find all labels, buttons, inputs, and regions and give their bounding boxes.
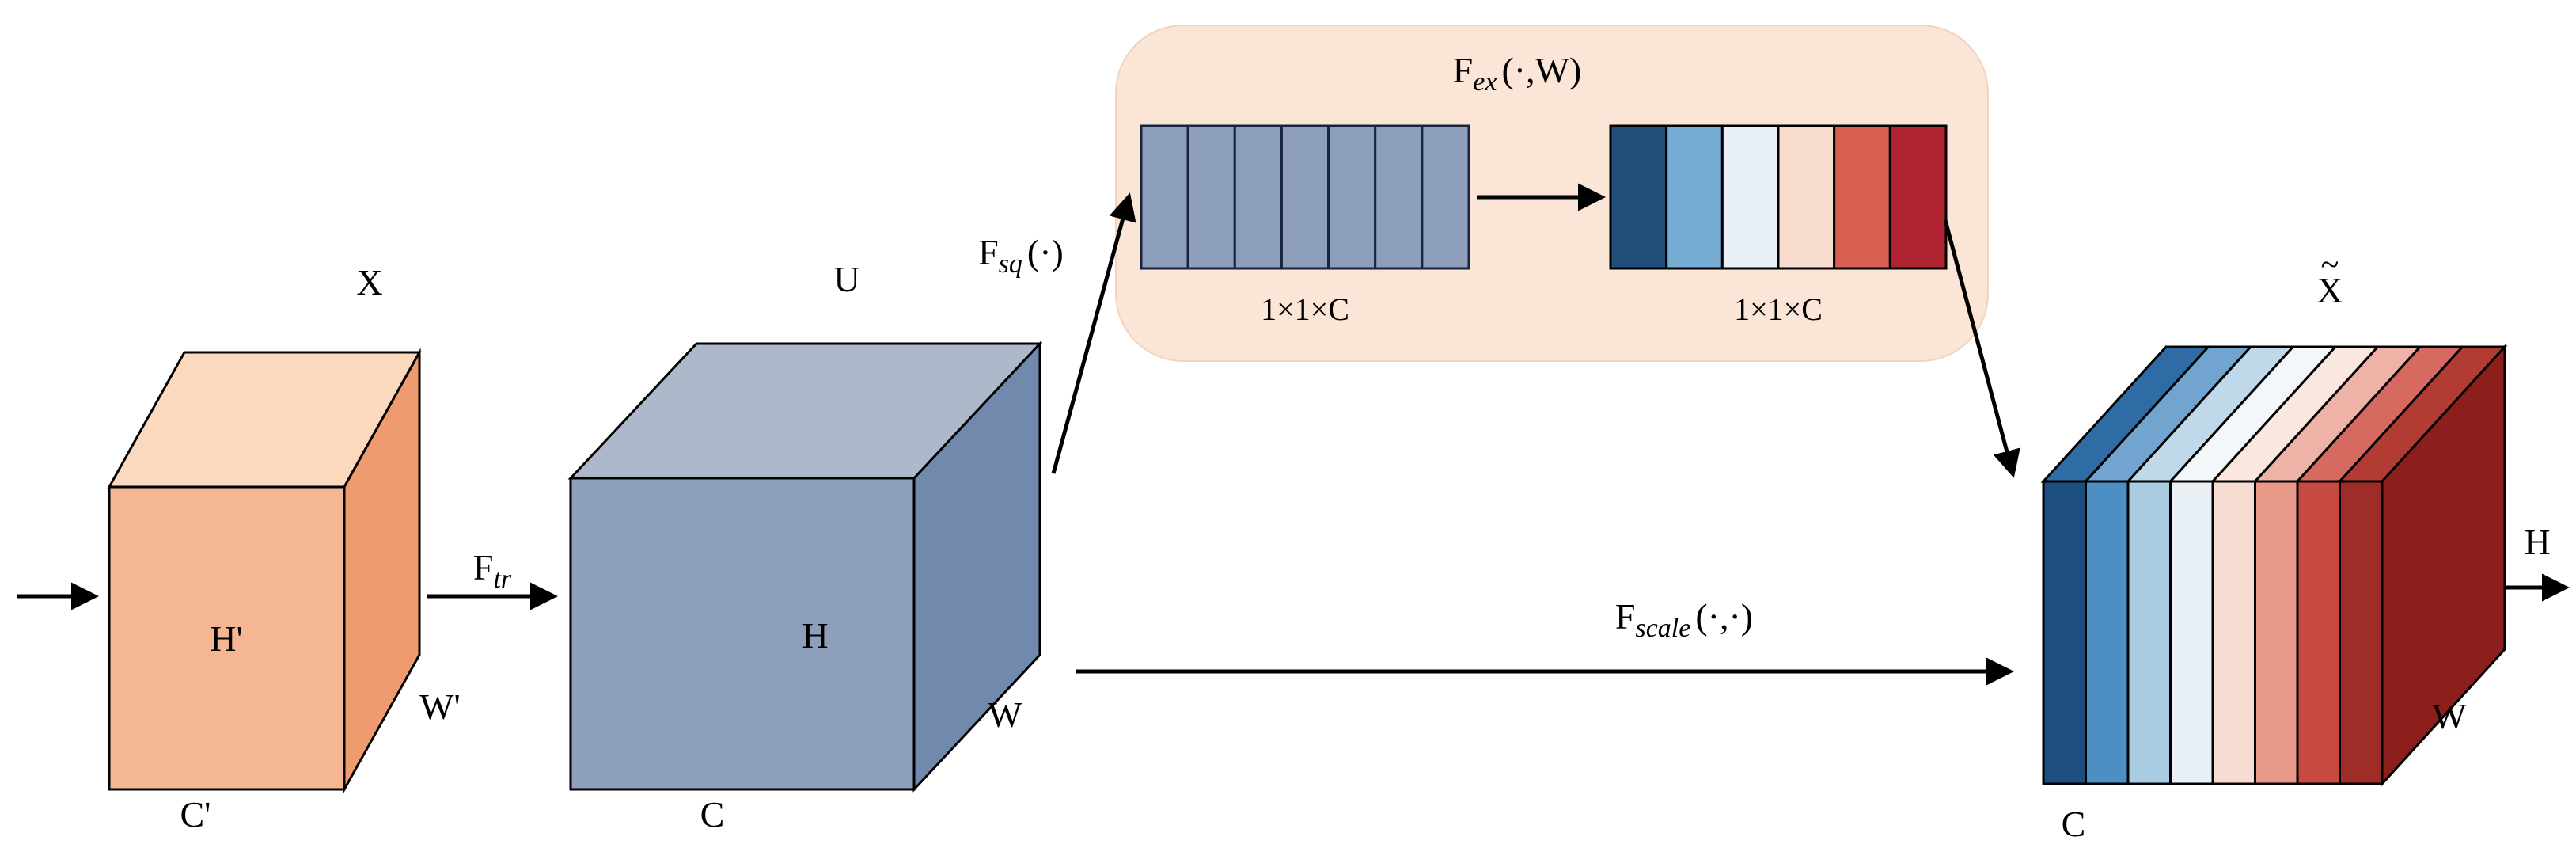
output-cube-front-face — [2042, 480, 2384, 785]
output-cube-front-slice — [2042, 480, 2087, 785]
fsq-arrow — [1051, 192, 1136, 474]
output-cube-channels-label: C — [2062, 804, 2086, 844]
fex-args: (·,W) — [1501, 50, 1581, 90]
transform-cube-channels-label: C — [700, 794, 725, 835]
ftr-sub: tr — [493, 565, 511, 594]
fscale-label: Fscale(·,·) — [1615, 596, 1753, 643]
output-cube-front-slice — [2211, 480, 2256, 785]
fsq-sub: sq — [999, 249, 1022, 279]
output-height-label: H — [2524, 522, 2550, 562]
squeeze-bar-segment — [1421, 124, 1470, 270]
fsq-label: Fsq(·) — [978, 232, 1064, 279]
transform-cube-height-label: H — [802, 615, 828, 656]
squeeze-bar-segment — [1186, 124, 1236, 270]
ftr-label: Ftr — [473, 547, 512, 594]
excitation-bar-segment — [1720, 124, 1780, 270]
transform-cube-front-face — [569, 477, 916, 791]
excitation-bar-segment — [1777, 124, 1836, 270]
fscale-f: F — [1615, 596, 1636, 637]
excitation-to-output-arrow — [1943, 219, 2020, 478]
transform-cube-title: U — [833, 259, 859, 299]
excitation-bar-segment — [1888, 124, 1948, 270]
output-cube-front-slice — [2254, 480, 2299, 785]
output-cube-title: X — [2316, 270, 2343, 310]
squeeze-bar-segment — [1374, 124, 1424, 270]
output-cube-front-slice — [2126, 480, 2172, 785]
transform-cube — [567, 340, 1043, 793]
input-cube-front-face — [108, 485, 346, 791]
input-cube-title: X — [356, 262, 382, 302]
fex-sub: ex — [1473, 67, 1497, 97]
fsq-args: (·) — [1027, 232, 1064, 272]
squeeze-bar-segment — [1140, 124, 1189, 270]
ftr-f: F — [473, 547, 494, 588]
output-cube-front-slice — [2169, 480, 2214, 785]
excitation-bar-segment — [1609, 124, 1668, 270]
output-cube-front-slice — [2296, 480, 2341, 785]
input-cube-height-label: H' — [210, 618, 243, 659]
squeeze-vector-dim-label: 1×1×C — [1261, 291, 1349, 327]
excitation-vector-bars — [1609, 124, 1948, 270]
fsq-f: F — [978, 232, 999, 272]
fscale-args: (·,·) — [1695, 596, 1753, 637]
output-cube-front-slice — [2339, 480, 2384, 785]
transform-cube-width-label: W — [988, 694, 1022, 735]
input-cube-channels-label: C' — [180, 794, 211, 835]
excitation-vector-dim-label: 1×1×C — [1734, 291, 1823, 327]
input-cube — [107, 348, 422, 794]
fscale-sub: scale — [1635, 614, 1690, 643]
output-cube-tilde: ~ — [2321, 247, 2339, 283]
output-cube — [2040, 344, 2508, 787]
squeeze-vector-bars — [1140, 124, 1470, 270]
squeeze-bar-segment — [1280, 124, 1330, 270]
input-cube-width-label: W' — [419, 686, 461, 727]
excitation-bar-segment — [1665, 124, 1724, 270]
fex-label: Fex(·,W) — [1453, 50, 1582, 97]
output-cube-top-face — [2040, 345, 2508, 483]
output-cube-width-label: W — [2432, 696, 2467, 736]
fex-f: F — [1453, 50, 1474, 90]
excitation-bar-segment — [1833, 124, 1891, 270]
output-cube-front-slice — [2085, 480, 2130, 785]
squeeze-bar-segment — [1327, 124, 1377, 270]
squeeze-bar-segment — [1233, 124, 1283, 270]
